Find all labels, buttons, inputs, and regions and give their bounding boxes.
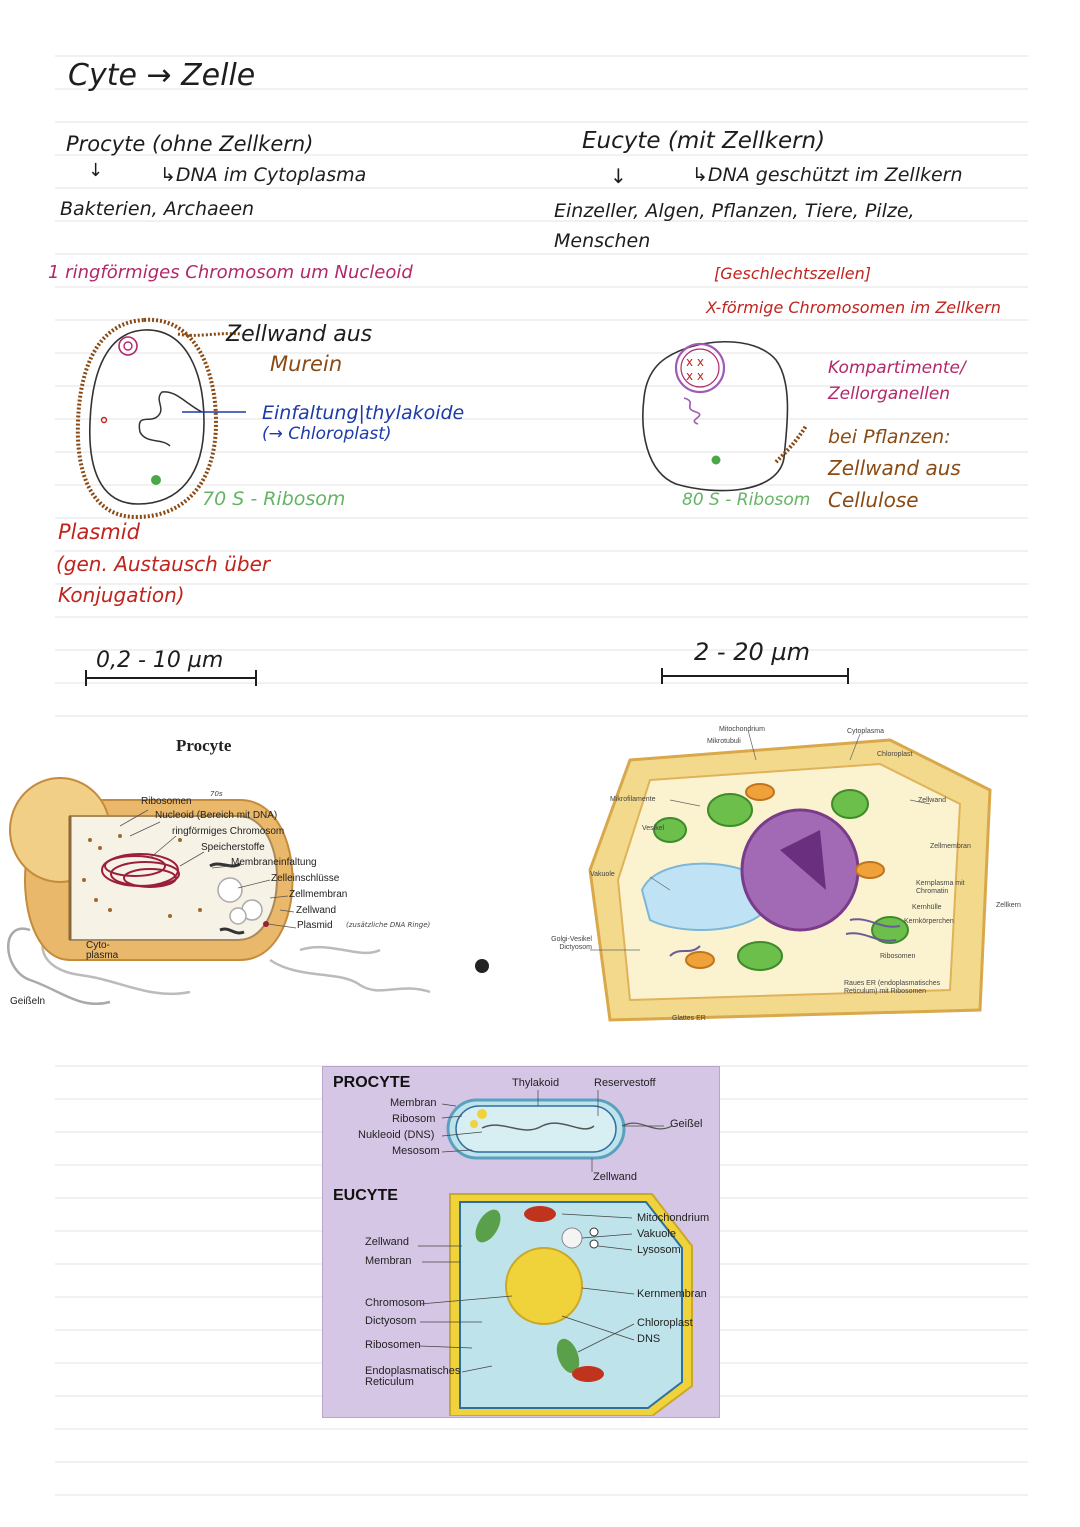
eucyte-examples-1: Einzeller, Algen, Pflanzen, Tiere, Pilze… (554, 200, 915, 222)
comparison-eucyte-right-6: DNS (637, 1333, 661, 1345)
comparison-eucyte-right-5: Chloroplast (637, 1317, 693, 1329)
procyte-flagella-label: Geißeln (10, 996, 46, 1007)
procyte-cellwall-note-1: Zellwand aus (226, 322, 373, 347)
plasmid-title: Plasmid (58, 520, 140, 544)
eucyte-compartment-note-2: Zellorganellen (828, 384, 951, 404)
procyte-figure (7, 777, 489, 1005)
procyte-arrow: ↓ (88, 160, 104, 181)
eucyte-dna-note: ↳DNA geschützt im Zellkern (692, 164, 963, 186)
comparison-drawings (418, 1090, 693, 1416)
plant-label-golgi: Golgi-Vesikel Dictyosom (551, 936, 592, 951)
procyte-scale-bar (85, 670, 257, 686)
plant-label-vesikel: Vesikel (642, 825, 665, 832)
comparison-procyte-top-1: Thylakoid (512, 1077, 560, 1089)
comparison-procyte-bottom: Zellwand (593, 1171, 638, 1183)
plant-label-zellmembran: Zellmembran (930, 843, 971, 850)
comparison-procyte-left-4: Mesosom (392, 1145, 440, 1157)
comparison-eucyte-left-6: Endoplasmatisches Reticulum (365, 1365, 461, 1388)
plant-label-kernkoerperchen: Kernkörperchen (904, 918, 954, 925)
comparison-eucyte-left-5: Ribosomen (365, 1339, 421, 1351)
procyte-dna-note: ↳DNA im Cytoplasma (160, 164, 367, 186)
procyte-infolding-note-2: (→ Chloroplast) (262, 424, 392, 444)
eucyte-sex-cells-note: [Geschlechtszellen] (714, 264, 871, 283)
svg-text:x x: x x (686, 369, 704, 383)
comparison-eucyte-right-2: Vakuole (637, 1228, 676, 1240)
comparison-eucyte-right-1: Mitochondrium (637, 1212, 710, 1224)
eucyte-arrow: ↓ (610, 164, 627, 188)
procyte-cellwall-note-2: Murein (270, 352, 343, 376)
plant-label-kernhuelle: Kernhülle (912, 904, 942, 911)
eucyte-compartment-note-1: Kompartimente/ (828, 358, 966, 378)
eucyte-chromosome-note: X-förmige Chromosomen im Zellkern (706, 298, 1001, 317)
plant-label-mikrotubuli: Mikrotubuli (707, 738, 741, 745)
comparison-procyte-left-3: Nukleoid (DNS) (358, 1129, 435, 1141)
comparison-eucyte-left-3: Chromosom (365, 1297, 425, 1309)
plant-label-kernplasma: Kernplasma mit Chromatin (916, 880, 965, 895)
procyte-label-2: Nucleoid (Bereich mit DNA) (155, 810, 278, 821)
procyte-70s-note: 70s (210, 790, 223, 798)
comparison-procyte-left-1: Membran (390, 1097, 437, 1109)
plant-label-cytoplasma: Cytoplasma (847, 728, 884, 735)
plant-label-zellkern: Zellkern (996, 902, 1021, 909)
plant-cell-figure (588, 729, 992, 1022)
eucyte-plants-note-1: bei Pflanzen: (828, 426, 951, 448)
plasmid-note-2: Konjugation) (58, 583, 185, 607)
comparison-eucyte-left-2: Membran (365, 1255, 412, 1267)
eucyte-size: 2 - 20 µm (694, 638, 811, 666)
procyte-sketch (75, 317, 246, 520)
plant-label-vakuole: Vakuole (590, 871, 615, 878)
comparison-procyte-right: Geißel (670, 1118, 703, 1130)
comparison-eucyte-left-1: Zellwand (365, 1236, 410, 1248)
procyte-label-5: Membraneinfaltung (231, 857, 317, 868)
eucyte-plants-note-2: Zellwand aus (828, 456, 961, 480)
eucyte-sketch: x x x x (642, 340, 808, 492)
plant-label-chloroplast: Chloroplast (877, 751, 913, 758)
plant-label-zellwand: Zellwand (918, 797, 947, 804)
eucyte-ribosome-note: 80 S - Ribosom (682, 490, 811, 510)
procyte-label-1: Ribosomen (141, 796, 192, 807)
plasmid-note-1: (gen. Austausch über (56, 552, 271, 576)
eucyte-plants-note-3: Cellulose (828, 488, 919, 512)
comparison-eucyte-left-4: Dictyosom (365, 1315, 417, 1327)
plant-label-raues-er: Raues ER (endoplasmatisches Reticulum) m… (844, 980, 941, 995)
procyte-size: 0,2 - 10 µm (96, 648, 224, 673)
comparison-procyte-left-2: Ribosom (392, 1113, 436, 1125)
comparison-eucyte-right-3: Lysosom (637, 1244, 681, 1256)
procyte-heading: Procyte (ohne Zellkern) (66, 132, 314, 156)
procyte-label-3: ringförmiges Chromosom (172, 826, 285, 837)
svg-text:x x: x x (686, 355, 704, 369)
procyte-chromosome-note: 1 ringförmiges Chromosom um Nucleoid (48, 262, 413, 283)
procyte-infolding-note-1: Einfaltung|thylakoide (262, 402, 465, 424)
plant-label-mitochondrium: Mitochondrium (719, 726, 765, 733)
plant-label-ribosomen: Ribosomen (880, 953, 916, 960)
procyte-label-7: Zellmembran (289, 889, 348, 900)
comparison-eucyte-right-4: Kernmembran (637, 1288, 707, 1300)
comparison-procyte-top-2: Reservestoff (594, 1077, 656, 1089)
procyte-cytoplasma-label: Cyto- plasma (86, 940, 119, 961)
page-title: Cyte → Zelle (68, 58, 256, 93)
procyte-label-6: Zelleinschlüsse (271, 873, 340, 884)
plant-label-mikrofilamente: Mikrofilamente (610, 796, 656, 803)
comparison-eucyte-title: EUCYTE (333, 1187, 398, 1204)
eucyte-heading: Eucyte (mit Zellkern) (582, 128, 826, 154)
comparison-procyte-title: PROCYTE (333, 1074, 411, 1091)
procyte-label-8: Zellwand (296, 905, 337, 916)
procyte-plasmid-note: (zusätzliche DNA Ringe) (346, 921, 431, 929)
procyte-ribosome-note: 70 S - Ribosom (202, 488, 346, 510)
procyte-label-9: Plasmid (297, 920, 333, 931)
plant-label-glattes-er: Glattes ER (672, 1015, 706, 1022)
eucyte-scale-bar (661, 668, 849, 684)
eucyte-examples-2: Menschen (554, 230, 651, 252)
procyte-label-4: Speicherstoffe (201, 842, 265, 853)
procyte-figure-title: Procyte (176, 736, 232, 755)
procyte-examples: Bakterien, Archaeen (60, 198, 255, 220)
